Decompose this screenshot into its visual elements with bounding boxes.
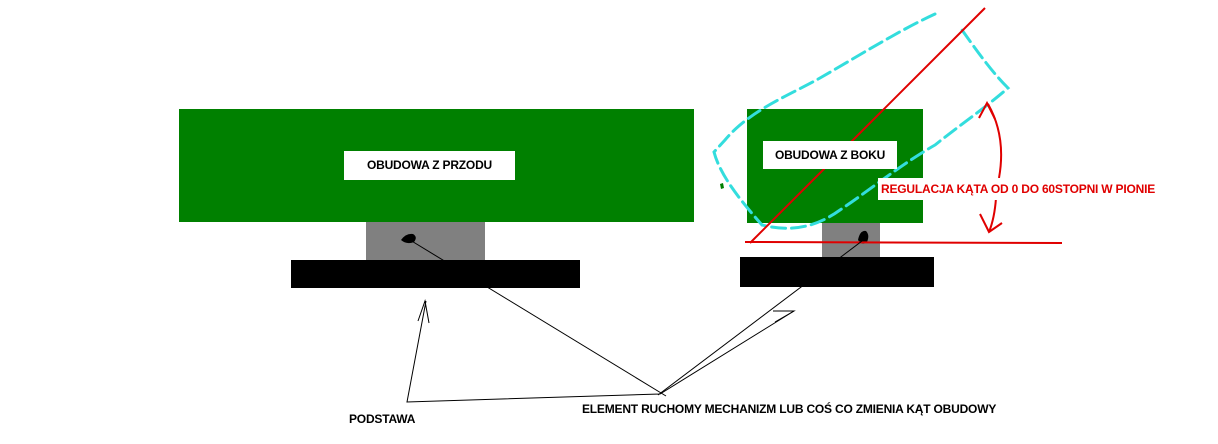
pointer-lines (406, 237, 867, 403)
tilted-case-outline (712, 12, 1011, 230)
side-joint (822, 223, 880, 258)
arrow-head-down (979, 213, 1003, 234)
front-view (179, 109, 694, 288)
element-pointer-front (409, 239, 667, 397)
front-case-label: OBUDOWA Z PRZODU (344, 151, 515, 180)
front-base (291, 260, 580, 288)
angle-inclined-line (749, 7, 986, 244)
element-pointer-side (657, 237, 867, 396)
base-pointer-right-arrowhead (773, 310, 796, 323)
angle-arc-arrow (987, 103, 1003, 179)
moving-element-label: ELEMENT RUCHOMY MECHANIZM LUB COŚ CO ZMI… (582, 402, 997, 416)
angle-arc-arrow-lower (988, 197, 997, 233)
side-case-label: OBUDOWA Z BOKU (763, 141, 897, 169)
arrow-head-up (978, 100, 996, 120)
base-pointer-left (406, 300, 795, 403)
base-label: PODSTAWA (349, 412, 416, 426)
base-pointer-arrowhead (417, 299, 430, 324)
angle-horizontal-line (744, 241, 1063, 244)
angle-adjustment-label: REGULACJA KĄTA OD 0 DO 60STOPNI W PIONIE (878, 178, 1159, 200)
front-joint (366, 222, 485, 260)
side-pivot-mark (858, 230, 869, 244)
side-base (740, 257, 934, 287)
green-speck (720, 183, 724, 189)
